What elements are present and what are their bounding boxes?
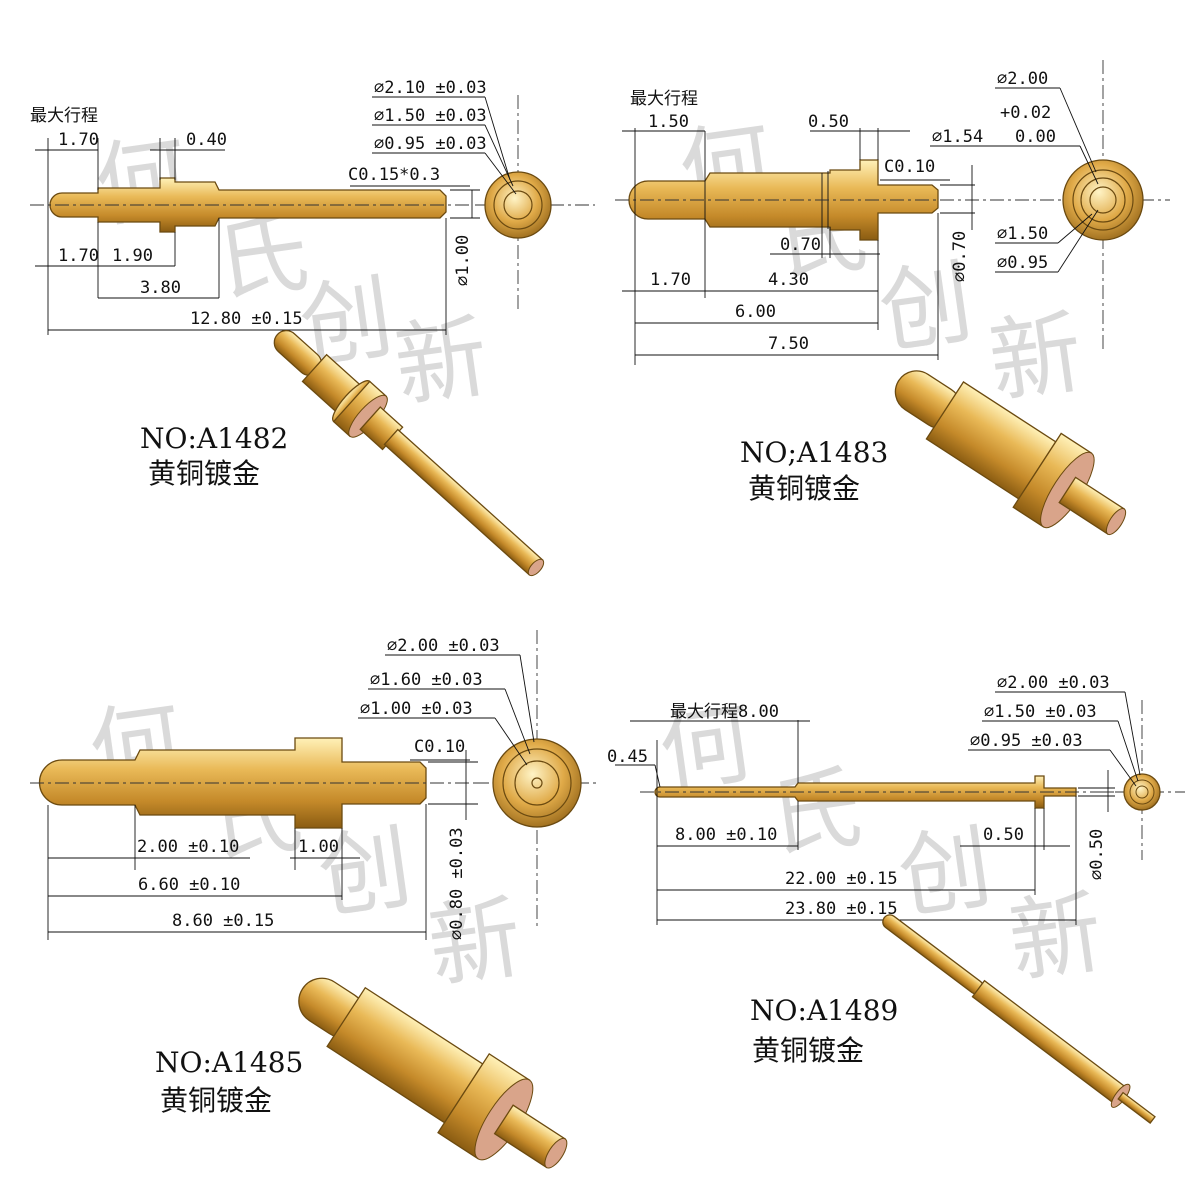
part-a1485-drawing: C0.10 2.00 ±0.10 1.00 6.60 ±0.10 8.60 ±0… [30,630,600,1169]
chamfer-label: C0.15*0.3 [348,165,440,185]
dim-label: 0.50 [983,825,1024,845]
part-number-label: NO:A1489 [750,994,898,1027]
diameter-label: ∅1.50 [997,224,1048,244]
diameter-label: ∅1.60 ±0.03 [370,670,483,690]
watermark-char: 新 [1003,878,1109,997]
dim-label: 8.60 ±0.15 [172,911,274,931]
tolerance-label: 0.00 [1015,127,1056,147]
diameter-label: ∅0.95 ±0.03 [374,134,487,154]
dim-label: 1.70 [58,246,99,266]
a1482-end-view: ∅2.10 ±0.03 ∅1.50 ±0.03 ∅0.95 ±0.03 [372,78,595,310]
dim-label: 22.00 ±0.15 [785,869,898,889]
dim-label: 2.00 ±0.10 [137,837,239,857]
a1485-side-view [30,737,480,829]
diameter-label: ∅0.95 [997,253,1048,273]
a1485-end-view: ∅2.00 ±0.03 ∅1.60 ±0.03 ∅1.00 ±0.03 [358,630,600,930]
dim-label: 1.90 [112,246,153,266]
diameter-label: ∅2.00 [997,69,1048,89]
dim-label: 6.60 ±0.10 [138,875,240,895]
a1482-3d-render [273,329,545,577]
part-a1489-drawing: 最大行程8.00 0.45 8.00 ±0.10 0.50 22.00 ±0.1… [607,673,1185,1125]
a1482-side-view [30,177,470,233]
dim-label: ∅0.80 ±0.03 [447,827,467,940]
a1485-3d-render [298,977,568,1169]
dim-label: 6.00 [735,302,776,322]
dim-label: 1.50 [648,112,689,132]
dim-label: 12.80 ±0.15 [190,309,303,329]
material-label: 黄铜镀金 [148,457,260,490]
dim-label: 23.80 ±0.15 [785,899,898,919]
watermark-char: 创 [892,813,998,932]
part-number-label: NO;A1483 [740,436,888,469]
diameter-label: ∅2.10 ±0.03 [374,78,487,98]
material-label: 黄铜镀金 [752,1034,864,1067]
diameter-label: ∅1.00 ±0.03 [360,699,473,719]
dim-label: 3.80 [140,278,181,298]
dim-label: 0.40 [186,130,227,150]
a1483-3d-render [894,370,1127,536]
chamfer-label: C0.10 [884,157,935,177]
a1485-dimensions: C0.10 2.00 ±0.10 1.00 6.60 ±0.10 8.60 ±0… [47,737,478,940]
dim-label: ∅0.50 [1087,829,1107,880]
a1489-3d-render [882,914,1156,1125]
diameter-label: ∅2.00 ±0.03 [387,636,500,656]
diameter-label: ∅1.54 [932,127,983,147]
watermark-char: 氏 [762,753,868,872]
dim-label: 0.45 [607,747,648,767]
diameter-label: ∅0.95 ±0.03 [970,731,1083,751]
max-travel-label: 最大行程8.00 [670,702,779,722]
diameter-label: ∅1.50 ±0.03 [374,106,487,126]
a1483-end-view: ∅2.00 +0.02 0.00 ∅1.54 ∅1.50 ∅0.95 [930,60,1170,350]
tolerance-label: +0.02 [1000,103,1051,123]
material-label: 黄铜镀金 [160,1084,272,1117]
max-travel-label: 最大行程 [30,106,98,126]
watermark-char: 新 [422,883,528,1002]
max-travel-label: 最大行程 [630,89,698,109]
a1489-dimensions: 最大行程8.00 0.45 8.00 ±0.10 0.50 22.00 ±0.1… [607,702,1115,925]
part-number-label: NO:A1482 [140,422,288,455]
watermark-char: 创 [873,248,979,367]
watermark-char: 创 [312,813,418,932]
dim-label: 1.00 [298,837,339,857]
dim-label: 8.00 ±0.10 [675,825,777,845]
a1482-dimensions: 最大行程 1.70 0.40 1.70 1.90 3.80 12.80 ±0.1… [30,106,480,335]
diameter-label: ∅1.50 ±0.03 [984,702,1097,722]
dim-label: 1.70 [650,270,691,290]
watermark-char: 新 [388,303,494,422]
dim-label: 7.50 [768,334,809,354]
watermark-char: 新 [983,298,1089,417]
material-label: 黄铜镀金 [748,472,860,505]
part-a1482-drawing: 最大行程 1.70 0.40 1.70 1.90 3.80 12.80 ±0.1… [30,78,595,577]
dim-label: ∅1.00 [453,235,473,286]
a1489-end-view: ∅2.00 ±0.03 ∅1.50 ±0.03 ∅0.95 ±0.03 [968,673,1185,860]
part-number-label: NO:A1485 [155,1046,303,1079]
a1483-dimensions: 最大行程 1.50 0.50 C0.10 0.70 1.70 4.30 6.00… [622,89,975,365]
dim-label: 1.70 [58,130,99,150]
dim-label: ∅0.70 [950,231,970,282]
dim-label: 4.30 [768,270,809,290]
diameter-label: ∅2.00 ±0.03 [997,673,1110,693]
chamfer-label: C0.10 [414,737,465,757]
dim-label: 0.50 [808,112,849,132]
dim-label: 0.70 [780,235,821,255]
part-a1483-drawing: 最大行程 1.50 0.50 C0.10 0.70 1.70 4.30 6.00… [615,60,1170,536]
